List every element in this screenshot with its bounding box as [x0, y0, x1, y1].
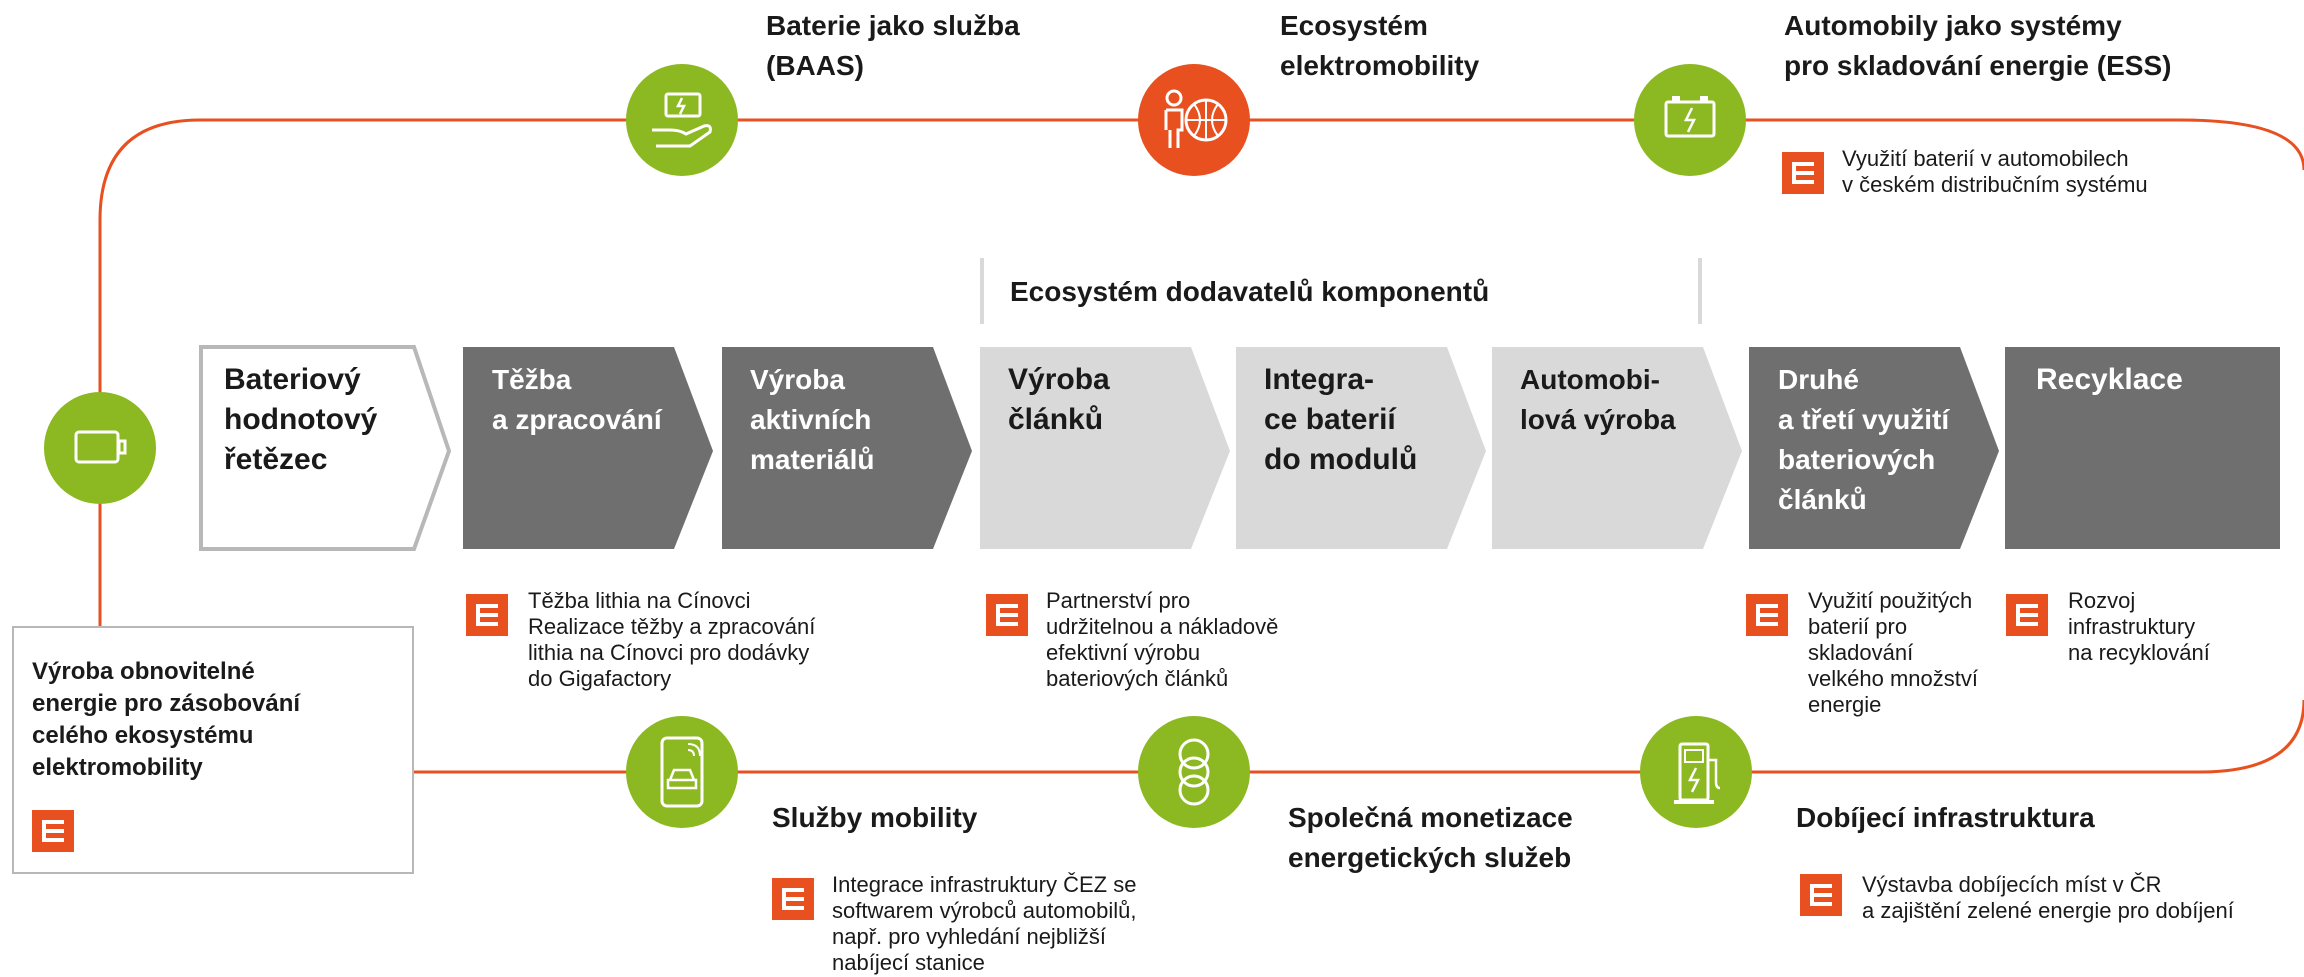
note-cells: Partnerství pro udržitelnou a nákladově …: [1046, 588, 1279, 691]
chevron-stage-5: [1492, 347, 1742, 549]
note-mobility: Integrace infrastruktury ČEZ se software…: [832, 872, 1137, 975]
chevron-head: [199, 345, 452, 551]
monetization-circle: [1138, 716, 1250, 828]
note-charging: Výstavba dobíjecích míst v ČR a zajištěn…: [1862, 872, 2234, 923]
stage-label-mining: Těžba a zpracování: [492, 364, 662, 435]
service-title-ess: Automobily jako systémy pro skladování e…: [1784, 10, 2172, 81]
coins-stack-icon: [1178, 738, 1210, 806]
value-chain-head-label: Bateriový hodnotový řetězec: [224, 363, 378, 476]
ess-circle: [1634, 64, 1746, 176]
cez-logo-icon: [2006, 594, 2048, 636]
note-recycling: Rozvoj infrastruktury na recyklování: [2068, 588, 2210, 665]
service-title-charging: Dobíjecí infrastruktura: [1796, 802, 2095, 833]
ess-note: Využití baterií v automobilech v českém …: [1842, 146, 2148, 197]
cez-logo-icon: [1800, 874, 1842, 916]
chevron-stage-3: [980, 347, 1230, 549]
charging-station-icon: [1674, 742, 1721, 804]
service-title-baas: Baterie jako služba (BAAS): [766, 10, 1020, 81]
chevron-stage-4: [1236, 347, 1486, 549]
cez-logo-icon: [772, 878, 814, 920]
stage-label-cells: Výroba článků: [1008, 363, 1110, 436]
cez-logo-icon: [1746, 594, 1788, 636]
stage-label-second-life: Druhé a třetí využití bateriových článků: [1778, 364, 1950, 515]
stage-label-recycling: Recyklace: [2036, 363, 2183, 396]
battery-hand-icon: [652, 92, 712, 148]
left-panel-title: Výroba obnovitelné energie pro zásobován…: [32, 658, 301, 781]
service-title-ecosystem: Ecosystém elektromobility: [1280, 10, 1480, 81]
note-second-life: Využití použitých baterií pro skladování…: [1808, 588, 1978, 717]
cez-logo-icon: [986, 594, 1028, 636]
mobility-circle: [626, 716, 738, 828]
charging-circle: [1640, 716, 1752, 828]
cez-logo-icon: [466, 594, 508, 636]
chevron-stage-1: [463, 347, 713, 549]
ecosystem-circle: [1138, 64, 1250, 176]
ecosystem-loop-line: [98, 118, 2304, 774]
stage-label-automotive: Automobi- lová výroba: [1520, 364, 1676, 435]
chevron-stage-6: [1749, 347, 1999, 549]
note-mining: Těžba lithia na Cínovci Realizace těžby …: [528, 588, 816, 691]
battery-circle: [44, 392, 156, 504]
service-title-monetization: Společná monetizace energetických služeb: [1288, 802, 1573, 873]
person-globe-icon: [1164, 89, 1228, 148]
cez-logo-icon: [1782, 152, 1824, 194]
cez-logo-icon: [32, 810, 74, 852]
stage-label-materials: Výroba aktivních materiálů: [750, 364, 875, 475]
left-panel: Výroba obnovitelné energie pro zásobován…: [12, 626, 414, 874]
chevron-stage-7: [2005, 347, 2280, 549]
car-battery-icon: [1664, 96, 1716, 138]
phone-car-icon: [660, 736, 704, 808]
supplier-ecosystem-label: Ecosystém dodavatelů komponentů: [1010, 276, 1490, 307]
service-title-mobility: Služby mobility: [772, 802, 978, 833]
stage-label-modules: Integra- ce baterií do modulů: [1264, 363, 1418, 476]
baas-circle: [626, 64, 738, 176]
battery-icon: [74, 430, 127, 464]
chevron-stage-2: [722, 347, 972, 549]
